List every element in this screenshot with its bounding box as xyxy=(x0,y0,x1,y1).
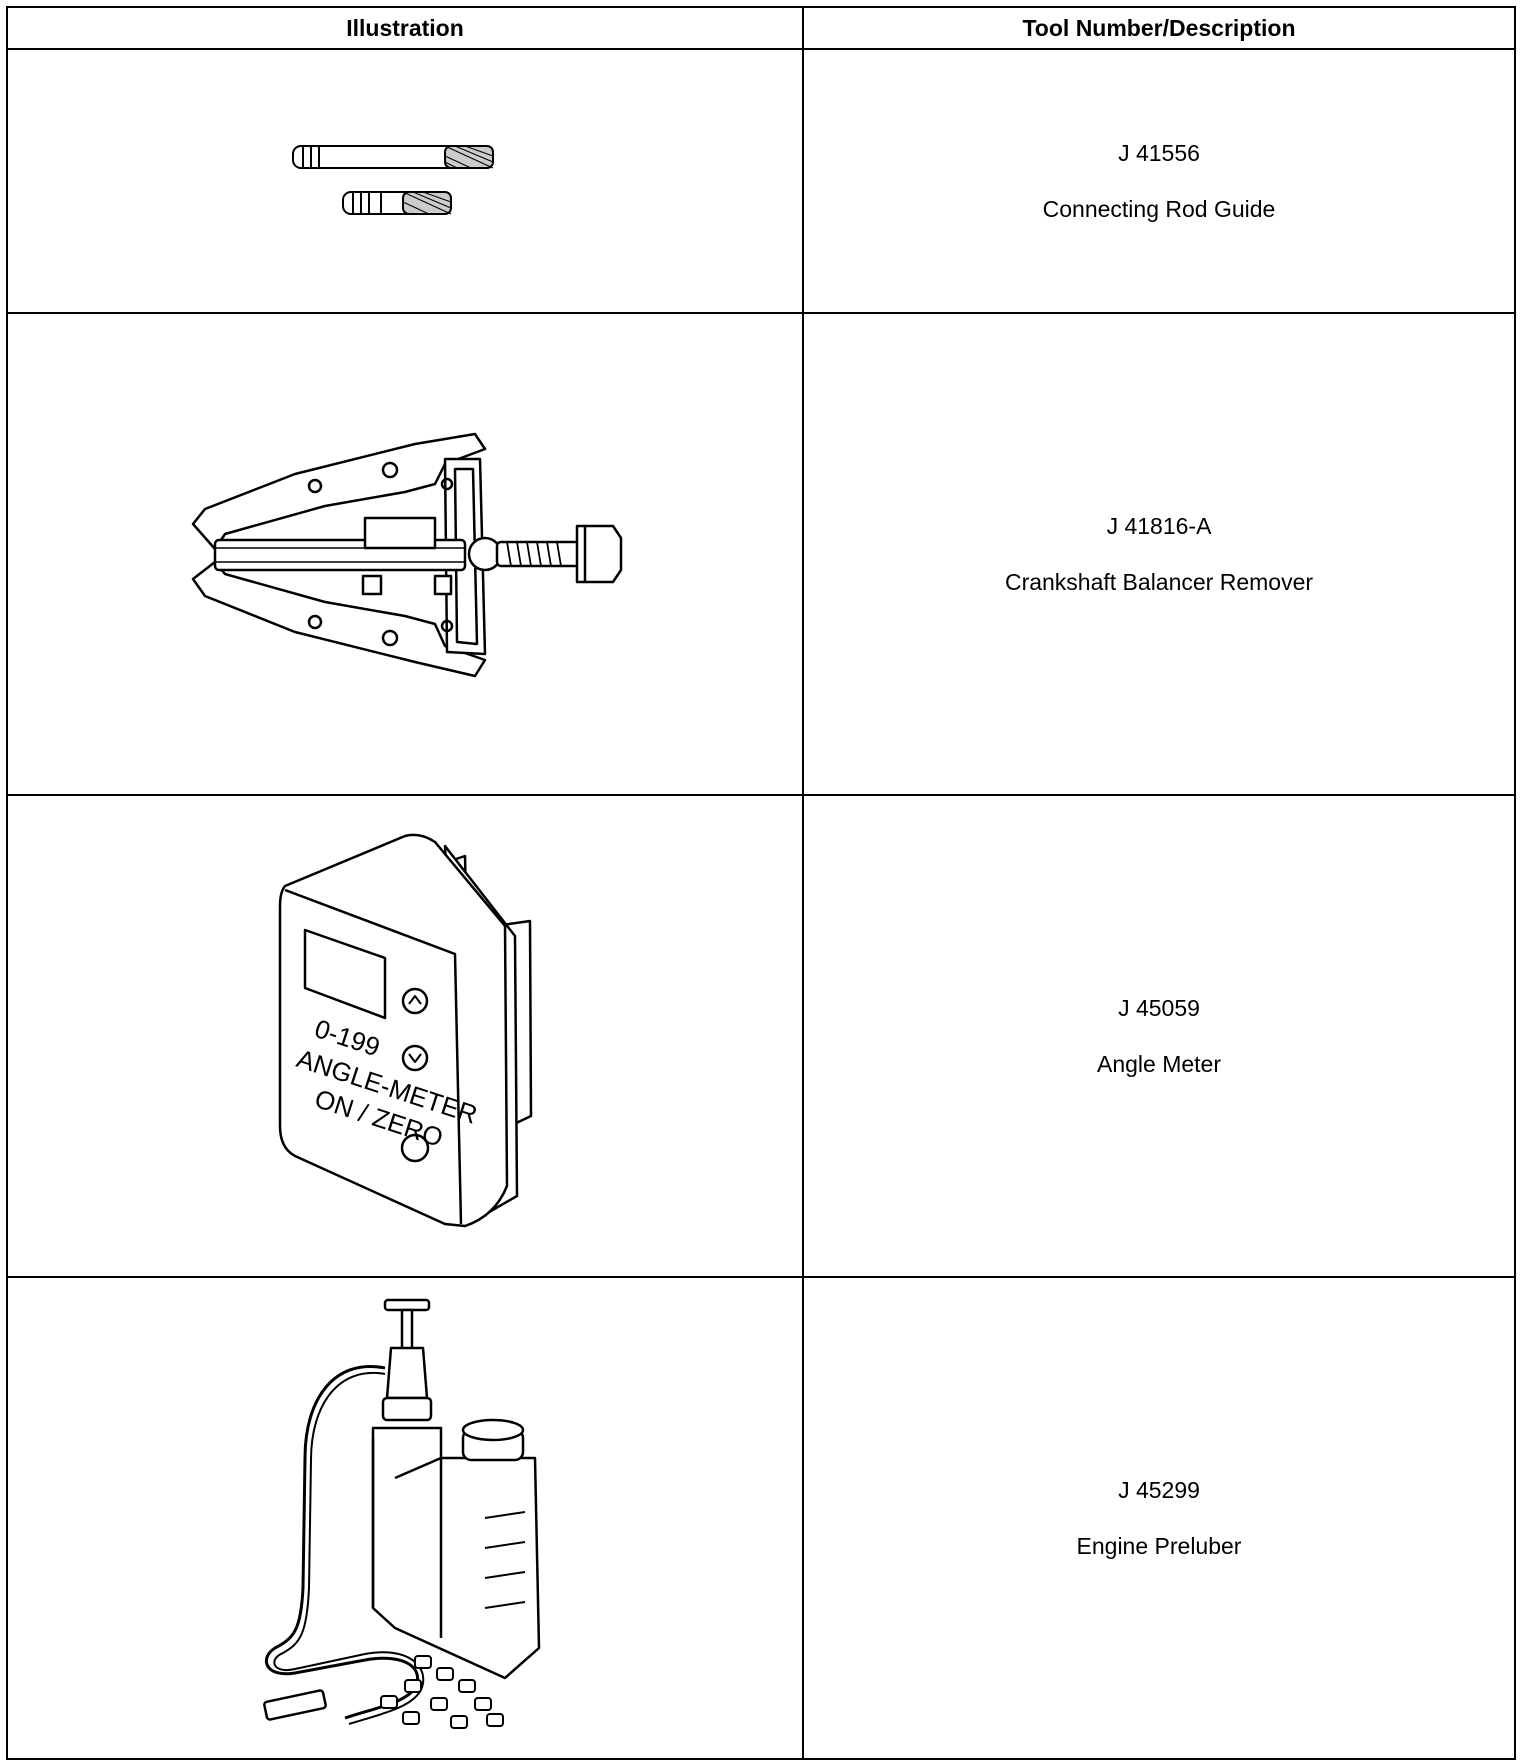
tool-description: Engine Preluber xyxy=(1076,1533,1242,1559)
table-row: J 41556 Connecting Rod Guide xyxy=(6,48,1516,314)
engine-preluber-illustration xyxy=(255,1288,555,1748)
description-cell: J 45059 Angle Meter xyxy=(802,794,1516,1278)
illustration-cell xyxy=(6,1276,804,1760)
description-cell: J 45299 Engine Preluber xyxy=(802,1276,1516,1760)
tool-number: J 41816-A xyxy=(1106,513,1212,539)
tool-number: J 45299 xyxy=(1118,1477,1200,1503)
header-row: Illustration Tool Number/Description xyxy=(6,6,1516,50)
angle-meter-illustration: 0-199 ANGLE-METER ON / ZERO xyxy=(255,826,555,1246)
table-row: J 41816-A Crankshaft Balancer Remover xyxy=(6,312,1516,796)
tool-description: Connecting Rod Guide xyxy=(1042,196,1276,222)
tool-number: J 41556 xyxy=(1118,140,1200,166)
header-illustration: Illustration xyxy=(6,6,804,50)
illustration-cell xyxy=(6,312,804,796)
table-row: J 45299 Engine Preluber xyxy=(6,1276,1516,1760)
header-tool-number-description: Tool Number/Description xyxy=(802,6,1516,50)
illustration-cell: 0-199 ANGLE-METER ON / ZERO xyxy=(6,794,804,1278)
tool-description: Angle Meter xyxy=(1096,1051,1221,1077)
balancer-remover-illustration xyxy=(185,414,625,694)
description-cell: J 41556 Connecting Rod Guide xyxy=(802,48,1516,314)
tool-number: J 45059 xyxy=(1118,995,1200,1021)
tools-table: Illustration Tool Number/Description xyxy=(6,6,1516,1760)
description-cell: J 41816-A Crankshaft Balancer Remover xyxy=(802,312,1516,796)
connecting-rod-guide-illustration xyxy=(285,136,525,226)
table-row: 0-199 ANGLE-METER ON / ZERO J 45059 Angl… xyxy=(6,794,1516,1278)
tool-description: Crankshaft Balancer Remover xyxy=(1004,569,1314,595)
illustration-cell xyxy=(6,48,804,314)
